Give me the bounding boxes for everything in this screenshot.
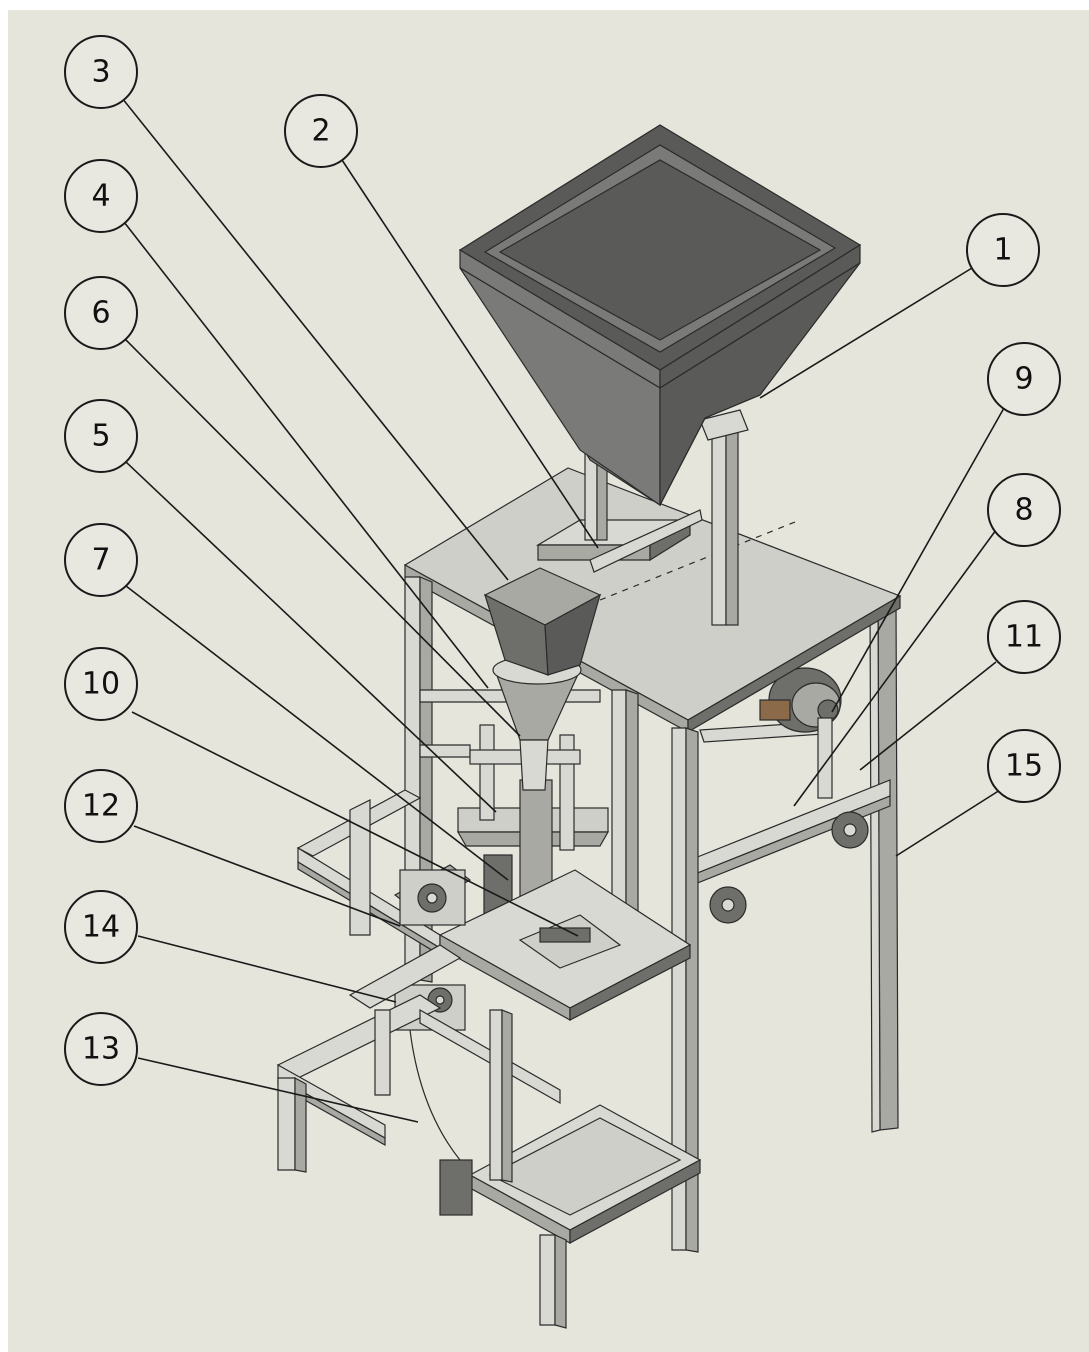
balloon-3: 3: [64, 35, 138, 109]
balloon-4: 4: [64, 159, 138, 233]
balloon-label-2: 2: [311, 114, 330, 149]
balloon-12: 12: [64, 769, 138, 843]
balloon-label-12: 12: [82, 789, 120, 824]
balloon-label-6: 6: [91, 296, 110, 331]
balloon-6: 6: [64, 276, 138, 350]
frame-leg-back-right: [869, 597, 899, 1133]
balloon-label-4: 4: [91, 179, 110, 214]
leader-3: [121, 97, 509, 581]
lower-left-outrigger: [296, 789, 441, 957]
balloon-label-14: 14: [82, 910, 120, 945]
leader-1: [759, 267, 973, 399]
leader-12: [133, 825, 401, 927]
leader-8: [793, 529, 997, 807]
casters: [709, 811, 869, 924]
balloon-14: 14: [64, 890, 138, 964]
motor-assembly: [759, 667, 842, 799]
balloon-label-1: 1: [993, 233, 1012, 268]
balloon-label-15: 15: [1005, 749, 1043, 784]
leader-15: [895, 789, 1001, 857]
leader-6: [123, 337, 521, 737]
balloon-label-5: 5: [91, 419, 110, 454]
machine-illustration: [276, 124, 902, 1329]
lower-platform: [438, 869, 692, 1022]
leader-2: [341, 159, 599, 549]
leader-4: [123, 221, 489, 689]
leader-11: [859, 661, 997, 771]
balloon-9: 9: [987, 342, 1061, 416]
callout-balloons: 1 2 3 4 5 6 7 8 9 10 11 12 13 14 15: [64, 35, 1061, 1086]
main-hopper: [458, 124, 862, 507]
balloon-5: 5: [64, 399, 138, 473]
balloon-1: 1: [966, 213, 1040, 287]
balloon-label-3: 3: [91, 55, 110, 90]
leader-9: [831, 407, 1005, 713]
balloon-15: 15: [987, 729, 1061, 803]
small-hopper: [483, 567, 602, 676]
balloon-label-7: 7: [91, 543, 110, 578]
lower-front-frame: [409, 1009, 702, 1329]
balloon-label-9: 9: [1014, 362, 1033, 397]
frame-leg-front-right: [671, 727, 699, 1253]
leader-7: [125, 585, 509, 881]
frame-center-posts: [611, 689, 639, 963]
balloon-label-8: 8: [1014, 493, 1033, 528]
balloon-label-13: 13: [82, 1032, 120, 1067]
balloon-11: 11: [987, 600, 1061, 674]
balloon-2: 2: [284, 94, 358, 168]
balloon-7: 7: [64, 523, 138, 597]
balloon-13: 13: [64, 1012, 138, 1086]
leader-14: [137, 935, 397, 1003]
leader-10: [131, 711, 579, 937]
leader-lines: [121, 97, 1005, 1123]
balloon-10: 10: [64, 647, 138, 721]
leader-13: [137, 1057, 419, 1123]
balloon-label-11: 11: [1005, 620, 1043, 655]
balloon-label-10: 10: [82, 667, 120, 702]
balloon-8: 8: [987, 473, 1061, 547]
leader-5: [125, 461, 497, 813]
feed-chute: [535, 509, 703, 573]
